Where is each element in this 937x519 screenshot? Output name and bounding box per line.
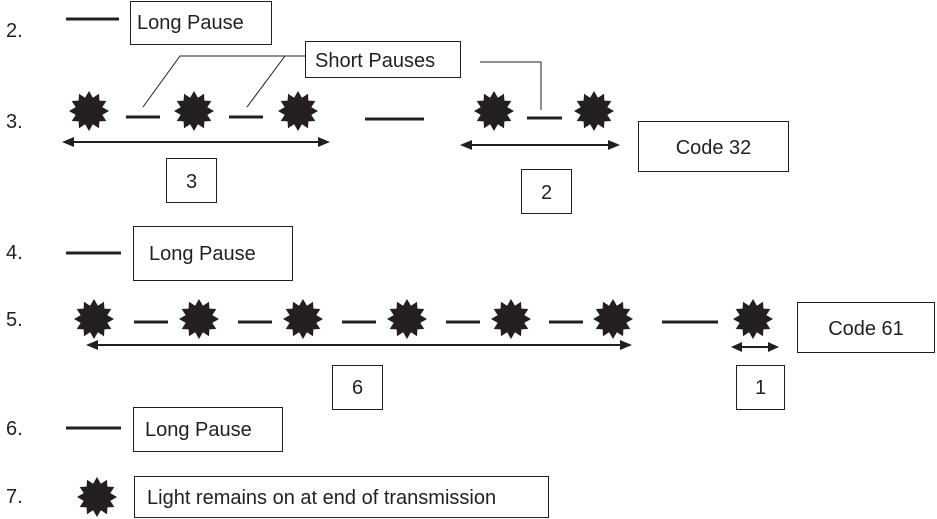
flash-burst-icon xyxy=(387,299,427,339)
code-61-label: Code 61 xyxy=(828,318,904,340)
flash-burst-icon xyxy=(77,477,117,517)
double-arrow xyxy=(460,140,620,150)
flash-burst-icon xyxy=(491,299,531,339)
step-number-5: 5. xyxy=(6,309,23,331)
callout-leader-1 xyxy=(142,55,305,108)
long-pause-box xyxy=(130,1,272,45)
count-box xyxy=(166,158,217,203)
count-box xyxy=(521,169,572,214)
count-box xyxy=(332,365,383,410)
flash-burst-icon xyxy=(593,299,633,339)
double-arrow xyxy=(731,342,779,352)
step-number-3: 3. xyxy=(6,111,23,133)
end-note-box xyxy=(134,476,549,518)
flash-burst-icon xyxy=(474,91,514,131)
code-box xyxy=(638,121,789,172)
flash-burst-icon xyxy=(69,91,109,131)
group-count-2: 2 xyxy=(541,182,552,204)
callout-leader-2 xyxy=(246,55,286,108)
long-pause-label: Long Pause xyxy=(149,243,256,265)
long-pause-label: Long Pause xyxy=(145,419,252,441)
flash-burst-icon xyxy=(278,91,318,131)
flash-burst-icon xyxy=(733,299,773,339)
short-pauses-box xyxy=(305,41,461,78)
long-pause-box xyxy=(133,226,293,281)
end-note-label: Light remains on at end of transmission xyxy=(147,487,496,509)
code-32-label: Code 32 xyxy=(676,137,752,159)
callout-leader-3 xyxy=(480,61,542,110)
flash-burst-icon xyxy=(574,91,614,131)
flash-burst-icon xyxy=(74,299,114,339)
step-number-4: 4. xyxy=(6,242,23,264)
double-arrow xyxy=(62,137,330,147)
flash-burst-icon xyxy=(283,299,323,339)
step-number-7: 7. xyxy=(6,486,23,508)
long-pause-box xyxy=(133,407,283,452)
group-count-6: 6 xyxy=(352,377,363,399)
flash-burst-icon xyxy=(174,91,214,131)
code-box xyxy=(797,302,935,353)
long-pause-label: Long Pause xyxy=(137,12,244,34)
group-count-1: 1 xyxy=(755,377,766,399)
step-number-6: 6. xyxy=(6,418,23,440)
short-pauses-label: Short Pauses xyxy=(315,50,435,72)
group-count-3: 3 xyxy=(186,171,197,193)
flash-burst-icon xyxy=(179,299,219,339)
count-box xyxy=(736,365,785,410)
step-number-2: 2. xyxy=(6,20,23,42)
double-arrow xyxy=(86,340,632,350)
